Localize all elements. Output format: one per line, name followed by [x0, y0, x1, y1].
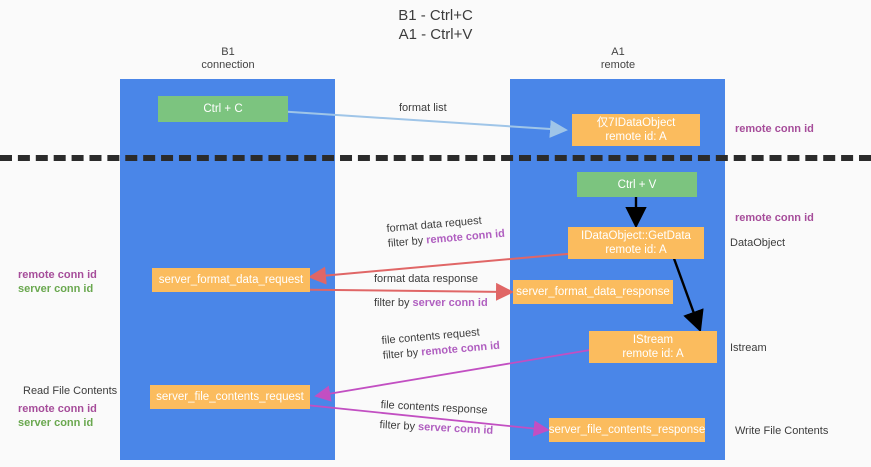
annotation-left-remote-conn-id-2: remote conn id — [18, 403, 97, 415]
node-server-file-contents-request[interactable]: server_file_contents_request — [150, 385, 310, 409]
column-header-b1: B1 connection — [128, 46, 328, 72]
filter-value-server-conn-id: server conn id — [412, 297, 488, 309]
edge-label-file-contents-response-main: file contents response — [380, 398, 488, 417]
filter-prefix: filter by — [379, 418, 419, 433]
node-istream-line2: remote id: A — [622, 348, 684, 360]
annotation-left-conn-ids: remote conn id server conn id — [18, 268, 97, 296]
column-header-a1: A1 remote — [518, 46, 718, 72]
node-ctrl-c-label: Ctrl + C — [203, 103, 243, 115]
annotation-dataobject: DataObject — [730, 237, 786, 249]
edge-label-file-contents-request: file contents request filter by remote c… — [381, 324, 501, 364]
node-server-file-contents-request-label: server_file_contents_request — [156, 391, 304, 403]
edge-label-format-list: format list — [399, 102, 447, 114]
annotation-left-remote-conn-id: remote conn id — [18, 269, 97, 281]
node-idataobject-getdata-line1: IDataObject::GetData — [581, 230, 691, 242]
edge-label-file-contents-response-filter: filter by server conn id — [379, 418, 493, 439]
edge-label-format-data-response: format data response filter by server co… — [374, 272, 488, 311]
node-server-file-contents-response[interactable]: server_file_contents_response — [549, 418, 705, 442]
edge-label-format-data-request: format data request filter by remote con… — [386, 212, 506, 252]
annotation-left-conn-ids-2: remote conn id server conn id — [18, 402, 97, 430]
column-header-a1-name: A1 — [611, 46, 625, 58]
filter-prefix: filter by — [382, 346, 422, 362]
annotation-read-file-contents: Read File Contents — [23, 385, 118, 397]
node-idataobject-getdata[interactable]: IDataObject::GetData remote id: A — [568, 227, 704, 259]
node-ctrl-v-label: Ctrl + V — [617, 178, 657, 191]
node-istream[interactable]: IStream remote id: A — [589, 331, 717, 363]
annotation-left-server-conn-id-2: server conn id — [18, 417, 94, 429]
node-idataobject[interactable]: 仅7IDataObject remote id: A — [572, 114, 700, 146]
node-idataobject-line1: 仅7IDataObject — [596, 117, 676, 129]
annotation-left-server-conn-id: server conn id — [18, 283, 94, 295]
edge-label-format-data-response-main: format data response — [374, 273, 478, 285]
node-ctrl-c[interactable]: Ctrl + C — [158, 96, 288, 122]
node-server-file-contents-response-label: server_file_contents_response — [548, 424, 706, 436]
node-istream-line1: IStream — [632, 334, 674, 346]
node-idataobject-getdata-line2: remote id: A — [605, 244, 667, 256]
page-title: B1 - Ctrl+C A1 - Ctrl+V — [0, 6, 871, 44]
edge-label-format-data-response-filter: filter by server conn id — [374, 296, 488, 311]
node-server-format-data-request[interactable]: server_format_data_request — [152, 268, 310, 292]
annotation-istream: Istream — [730, 342, 767, 354]
annotation-write-file-contents: Write File Contents — [735, 425, 829, 437]
page-title-line1: B1 - Ctrl+C — [398, 7, 473, 24]
node-server-format-data-response[interactable]: server_format_data_response — [513, 280, 673, 304]
node-server-format-data-response-label: server_format_data_response — [516, 286, 670, 298]
node-server-format-data-request-label: server_format_data_request — [158, 274, 304, 286]
page-title-line2: A1 - Ctrl+V — [398, 26, 473, 43]
phase-divider — [0, 155, 871, 161]
column-header-b1-name: B1 — [221, 46, 235, 58]
column-header-b1-role: connection — [201, 59, 255, 71]
filter-prefix: filter by — [387, 234, 427, 250]
filter-prefix: filter by — [374, 297, 413, 309]
annotation-remote-conn-id-top: remote conn id — [735, 123, 814, 135]
node-idataobject-line2: remote id: A — [605, 131, 667, 143]
node-ctrl-v[interactable]: Ctrl + V — [577, 172, 697, 197]
column-header-a1-role: remote — [600, 59, 636, 71]
filter-value-server-conn-id: server conn id — [417, 420, 494, 437]
edge-label-file-contents-response: file contents response filter by server … — [379, 398, 494, 439]
annotation-remote-conn-id-mid: remote conn id — [735, 212, 814, 224]
